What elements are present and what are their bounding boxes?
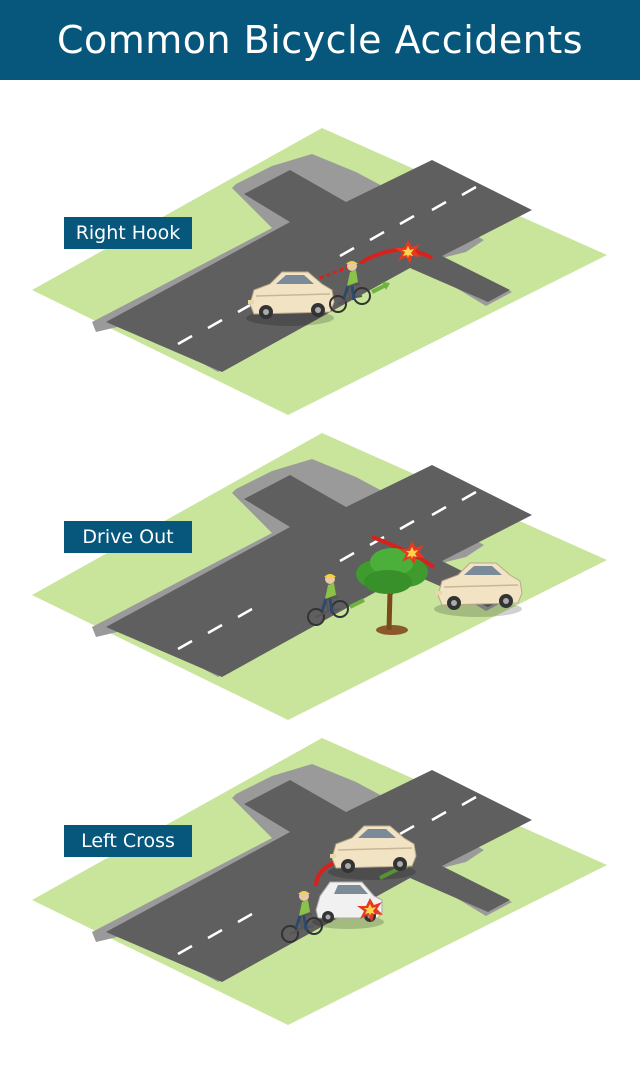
cyclist-arrowhead (382, 282, 390, 290)
intersection-illustration (30, 431, 609, 722)
scene-label: Drive Out (64, 521, 192, 553)
left-turn-arrow (314, 860, 337, 887)
intersection-illustration (30, 126, 609, 417)
scene-label: Right Hook (64, 217, 192, 249)
car-path-arrow (319, 260, 363, 280)
scene-left-cross: Left Cross (0, 730, 640, 1030)
intersection-illustration (30, 736, 609, 1027)
cyclist-direction-arrow (349, 598, 365, 609)
page-title: Common Bicycle Accidents (56, 18, 584, 62)
scene-drive-out: Drive Out (0, 425, 640, 725)
scene-right-hook: Right Hook (0, 120, 640, 420)
scene-label: Left Cross (64, 825, 192, 857)
header-banner: Common Bicycle Accidents (0, 0, 640, 80)
